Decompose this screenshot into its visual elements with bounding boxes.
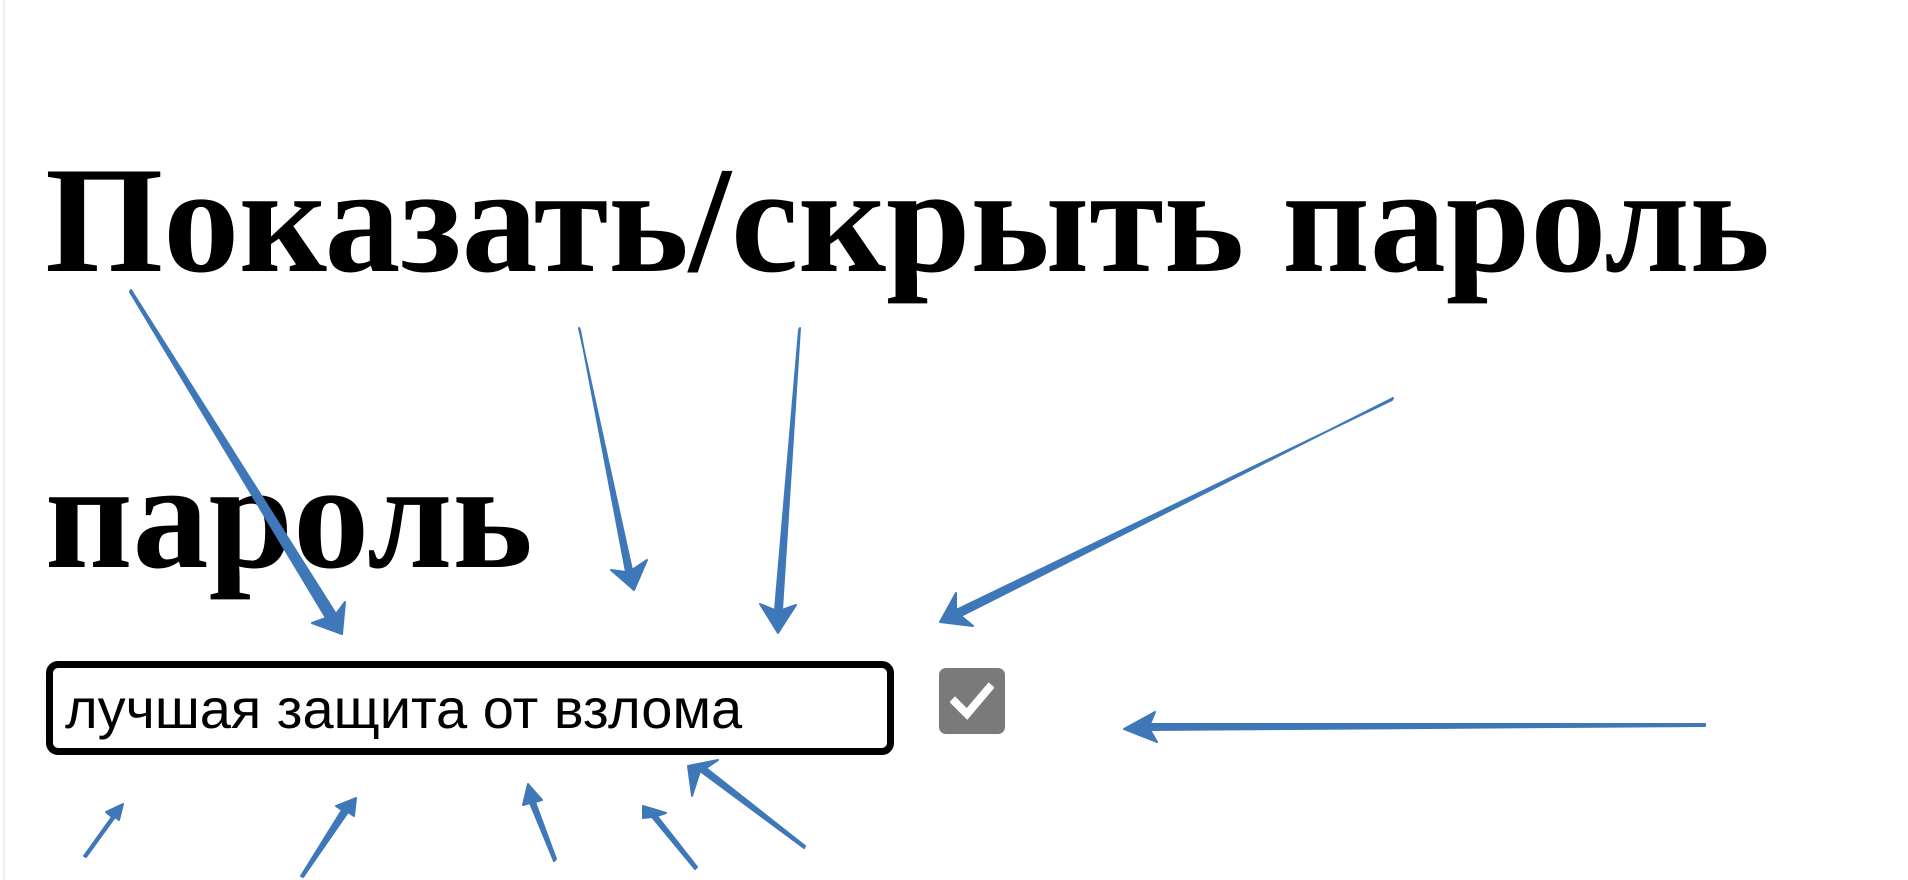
arrow-5: [1123, 711, 1706, 743]
left-divider: [3, 0, 5, 880]
arrow-6: [687, 759, 806, 849]
show-password-checkbox[interactable]: [939, 668, 1005, 734]
arrow-8: [522, 783, 557, 862]
arrow-10: [83, 803, 124, 858]
page-title: Показать/скрыть пароль пароль: [45, 72, 1905, 664]
checkmark-icon: [950, 682, 994, 720]
page-title-line-2: пароль: [45, 432, 533, 600]
arrow-7: [642, 805, 698, 870]
arrow-9: [300, 797, 357, 878]
page-title-line-1: Показать/скрыть пароль: [45, 136, 1770, 304]
password-input[interactable]: [46, 661, 894, 755]
